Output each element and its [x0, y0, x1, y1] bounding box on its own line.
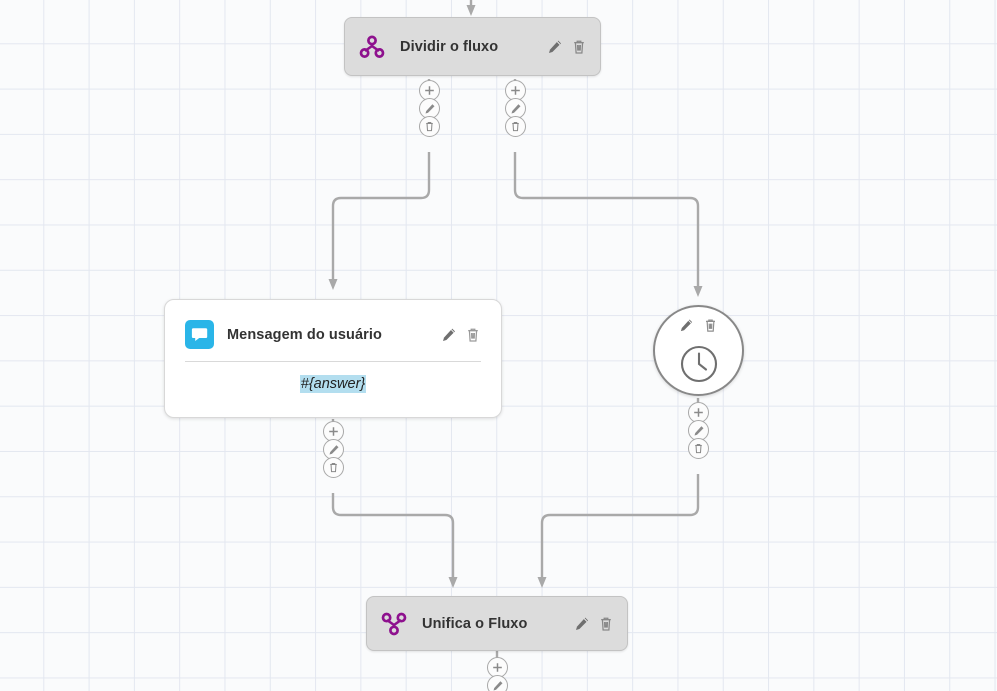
edge-clock-to-merge [537, 474, 700, 588]
connector-buttons-delay[interactable] [688, 402, 709, 459]
node-message-header: Mensagem do usuário [165, 300, 501, 349]
edge-split-to-clock [513, 152, 703, 297]
edge-message-to-merge [331, 493, 458, 588]
node-merge-actions [574, 616, 614, 632]
connector-buttons-merge[interactable] [487, 657, 508, 691]
plus-icon [329, 427, 338, 436]
add-node-button[interactable] [688, 402, 709, 423]
plus-icon [425, 86, 434, 95]
node-message-actions [441, 327, 481, 343]
delete-connector-button[interactable] [505, 116, 526, 137]
node-message-body: #{answer} [165, 362, 501, 394]
clock-icon [655, 344, 742, 384]
pencil-icon[interactable] [679, 318, 694, 333]
plus-icon [493, 663, 502, 672]
trash-icon [426, 121, 433, 132]
connector-buttons-message[interactable] [323, 421, 344, 478]
trash-icon [695, 443, 702, 454]
node-split-title: Dividir o fluxo [400, 38, 499, 55]
delete-connector-button[interactable] [419, 116, 440, 137]
add-node-button[interactable] [419, 80, 440, 101]
edit-connector-button[interactable] [688, 420, 709, 441]
pencil-icon [694, 425, 703, 435]
pencil-icon [493, 680, 502, 690]
node-delay[interactable] [653, 305, 744, 396]
delete-connector-button[interactable] [323, 457, 344, 478]
pencil-icon[interactable] [547, 39, 563, 55]
add-node-button[interactable] [505, 80, 526, 101]
node-delay-actions [655, 318, 742, 333]
pencil-icon[interactable] [441, 327, 457, 343]
trash-icon[interactable] [703, 318, 718, 333]
node-merge-flow[interactable]: Unifica o Fluxo [366, 596, 628, 651]
plus-icon [694, 408, 703, 417]
message-variable-token: #{answer} [299, 375, 367, 394]
divider [185, 361, 481, 362]
trash-icon [330, 462, 337, 473]
node-message-title: Mensagem do usuário [227, 326, 382, 343]
connector-buttons-split-right[interactable] [505, 80, 526, 137]
chat-bubble-icon [185, 320, 214, 349]
plus-icon [511, 86, 520, 95]
node-merge-title: Unifica o Fluxo [422, 615, 528, 632]
connector-buttons-split-left[interactable] [419, 80, 440, 137]
edge-split-to-message [328, 152, 431, 290]
pencil-icon[interactable] [574, 616, 590, 632]
merge-branch-icon [380, 610, 408, 638]
pencil-icon [511, 103, 520, 113]
delete-connector-button[interactable] [688, 438, 709, 459]
node-split-header: Dividir o fluxo [345, 18, 600, 75]
edit-connector-button[interactable] [323, 439, 344, 460]
node-split-actions [547, 39, 587, 55]
pencil-icon [425, 103, 434, 113]
pencil-icon [329, 444, 338, 454]
node-merge-header: Unifica o Fluxo [367, 597, 627, 650]
trash-icon[interactable] [571, 39, 587, 55]
trash-icon[interactable] [465, 327, 481, 343]
edit-connector-button[interactable] [505, 98, 526, 119]
node-user-message[interactable]: Mensagem do usuário [164, 299, 502, 418]
edit-connector-button[interactable] [487, 675, 508, 691]
split-branch-icon [358, 33, 386, 61]
node-split-flow[interactable]: Dividir o fluxo [344, 17, 601, 76]
edit-connector-button[interactable] [419, 98, 440, 119]
trash-icon[interactable] [598, 616, 614, 632]
trash-icon [512, 121, 519, 132]
